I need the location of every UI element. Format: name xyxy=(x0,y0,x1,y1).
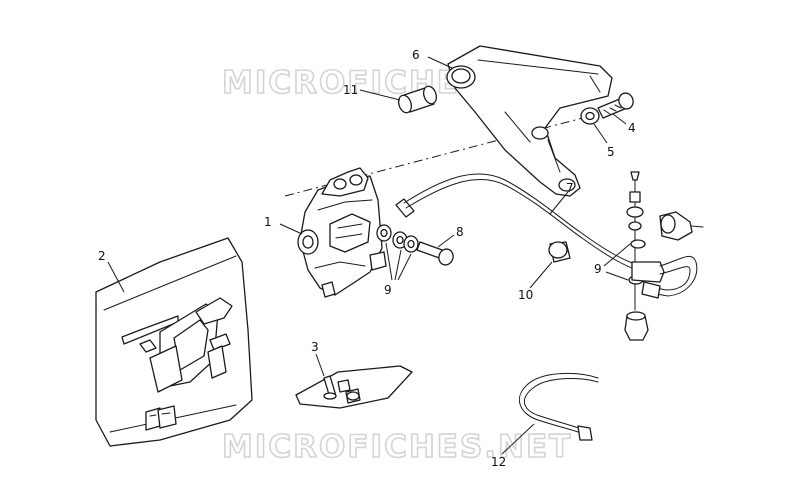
callout-5: 5 xyxy=(607,145,615,159)
bushing xyxy=(398,85,437,114)
bleed-valve-kit xyxy=(295,365,413,409)
brake-pad-kit xyxy=(95,237,253,447)
callout-12: 12 xyxy=(491,455,506,469)
callout-2: 2 xyxy=(98,249,106,263)
callout-10: 10 xyxy=(518,288,533,302)
hose-grommet xyxy=(548,241,571,263)
brake-caliper xyxy=(297,167,387,298)
callout-11: 11 xyxy=(343,83,358,97)
hose-end-fittings xyxy=(624,171,704,341)
callout-1: 1 xyxy=(264,215,272,229)
callout-9-fittings: 9 xyxy=(594,262,602,276)
caliper-bracket xyxy=(446,45,613,197)
callout-3: 3 xyxy=(311,340,319,354)
callout-8: 8 xyxy=(456,225,464,239)
callout-4: 4 xyxy=(628,121,636,135)
banjo-bolt xyxy=(416,241,454,266)
callout-7: 7 xyxy=(566,181,574,195)
watermark-bottom: MICROFICHES.NET xyxy=(222,429,572,465)
bracket-washer xyxy=(580,107,600,125)
brake-hose xyxy=(395,173,645,273)
sealing-washers-caliper xyxy=(376,224,419,253)
callout-6: 6 xyxy=(412,48,420,62)
callout-leaders xyxy=(107,56,631,455)
bracket-screw xyxy=(597,92,634,119)
cable-tie xyxy=(518,372,599,441)
callout-9-caliper: 9 xyxy=(384,283,392,297)
